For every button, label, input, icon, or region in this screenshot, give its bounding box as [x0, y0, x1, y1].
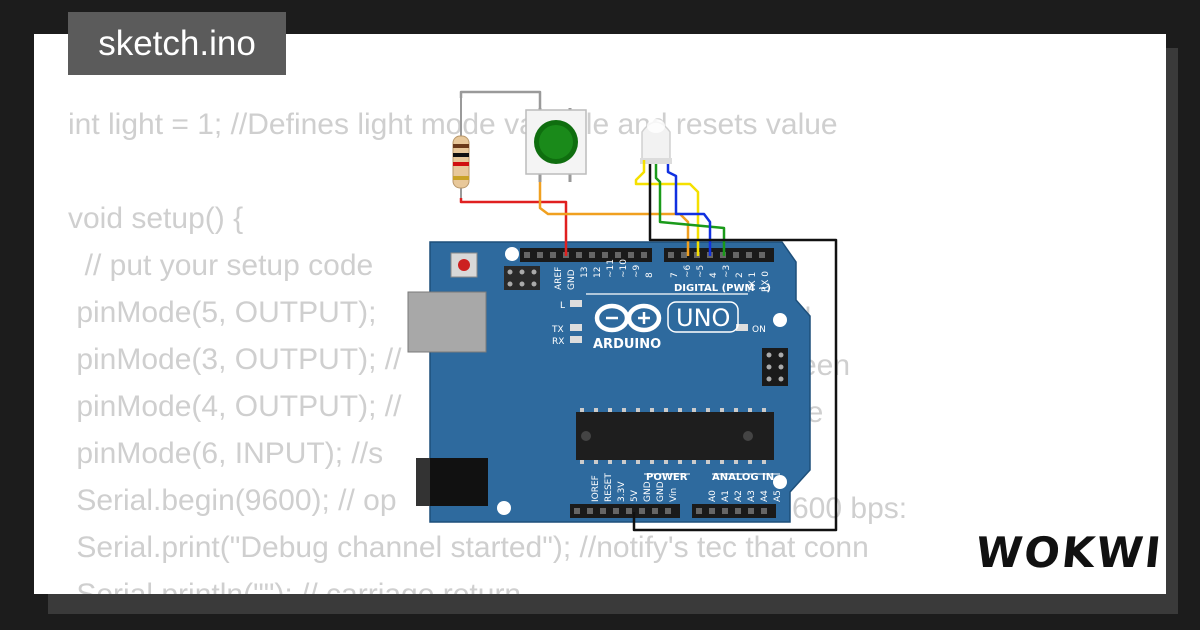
pin-label: ~3 — [722, 265, 732, 278]
analog-label: ANALOG IN — [712, 472, 774, 483]
pin-label: A5 — [773, 490, 783, 502]
wokwi-logo: WOKWI — [973, 528, 1166, 577]
code-line: pinMode(6, INPUT); //s — [68, 437, 384, 470]
pin-label: GND — [567, 269, 577, 290]
power-label: POWER — [646, 472, 688, 483]
pin-label: ~5 — [696, 265, 706, 278]
code-line: Serial.print("Debug channel started"); /… — [68, 531, 869, 564]
wire-red — [459, 198, 568, 256]
power-header — [570, 504, 680, 518]
pin-label: IOREF — [591, 475, 601, 502]
pin-label: 5V — [630, 489, 640, 502]
resistor[interactable] — [452, 96, 470, 202]
digital-label: DIGITAL (PWM ~) — [674, 283, 771, 294]
led-label: RX — [552, 337, 564, 347]
rgb-led — [640, 119, 672, 164]
led-label: TX — [551, 325, 564, 335]
wire-blue — [666, 164, 712, 256]
led-on — [736, 324, 748, 331]
arduino-logo — [594, 303, 662, 333]
pin-label: 8 — [645, 272, 655, 278]
pin-label: A2 — [734, 490, 744, 502]
pin-label: RESET — [604, 473, 614, 502]
pin-label: RX 0 — [761, 271, 771, 292]
icsp2-header — [762, 348, 788, 386]
pin-label: 7 — [670, 272, 680, 278]
pin-label: A0 — [708, 490, 718, 502]
led-label: ON — [752, 325, 766, 335]
led-tx — [570, 324, 582, 331]
code-line: pinMode(4, OUTPUT); // — [68, 390, 402, 423]
pin-label: 13 — [580, 267, 590, 278]
pin-label: GND — [656, 481, 666, 502]
wires — [459, 90, 838, 532]
pin-label: TX 1 — [748, 272, 758, 293]
pin-label: A4 — [760, 490, 770, 502]
pin-label: 12 — [593, 267, 603, 278]
code-line: pinMode(3, OUTPUT); // — [68, 343, 402, 376]
pin-label: GND — [643, 481, 653, 502]
pin-label: 4 — [709, 272, 719, 278]
analog-header — [692, 504, 776, 518]
board-brand: ARDUINO — [593, 337, 661, 352]
pin-label: ~9 — [632, 264, 642, 278]
wire-orange — [538, 182, 690, 256]
push-button[interactable] — [525, 108, 587, 182]
digital-header-left — [520, 248, 652, 262]
pin-label: ~6 — [683, 264, 693, 278]
arduino-uno-board[interactable]: AREF GND 13 12 ~11 ~10 ~9 8 7 ~6 ~5 4 ~3… — [407, 241, 811, 523]
code-editor[interactable]: int light = 1; //Defines light mode vari… — [68, 34, 869, 594]
code-line: void setup() { — [68, 202, 244, 235]
wire-yellow — [634, 160, 700, 256]
mount-hole — [505, 247, 519, 261]
code-fragment: 600 bps: — [792, 492, 907, 525]
reset-button[interactable] — [450, 252, 478, 278]
digital-header-right — [664, 248, 774, 262]
led-label: L — [560, 301, 565, 311]
usb-port — [407, 291, 487, 353]
pin-label: 2 — [735, 272, 745, 278]
pin-label: A1 — [721, 490, 731, 502]
code-line: Serial.println(""); // carriage return — [68, 571, 869, 594]
mount-hole — [773, 313, 787, 327]
board-model: UNO — [676, 304, 730, 332]
filename-tab[interactable]: sketch.ino — [68, 12, 286, 75]
pin-label: 3.3V — [617, 481, 627, 502]
led-l — [570, 300, 582, 307]
microcontroller-chip — [576, 412, 774, 460]
wire-green — [654, 164, 726, 256]
pin-label: ~10 — [619, 259, 629, 278]
code-line: // put your setup code — [68, 249, 374, 282]
pin-label: Vin — [669, 488, 679, 502]
code-line: pinMode(5, OUTPUT); — [68, 296, 377, 329]
wire-black — [632, 164, 838, 532]
pin-label: AREF — [554, 267, 564, 290]
code-line: Serial.begin(9600); // op — [68, 484, 397, 517]
pin-label: A3 — [747, 490, 757, 502]
wire-gray — [459, 90, 542, 108]
pin-label: ~11 — [606, 259, 616, 278]
led-rx — [570, 336, 582, 343]
mount-hole — [773, 475, 787, 489]
mount-hole — [497, 501, 511, 515]
